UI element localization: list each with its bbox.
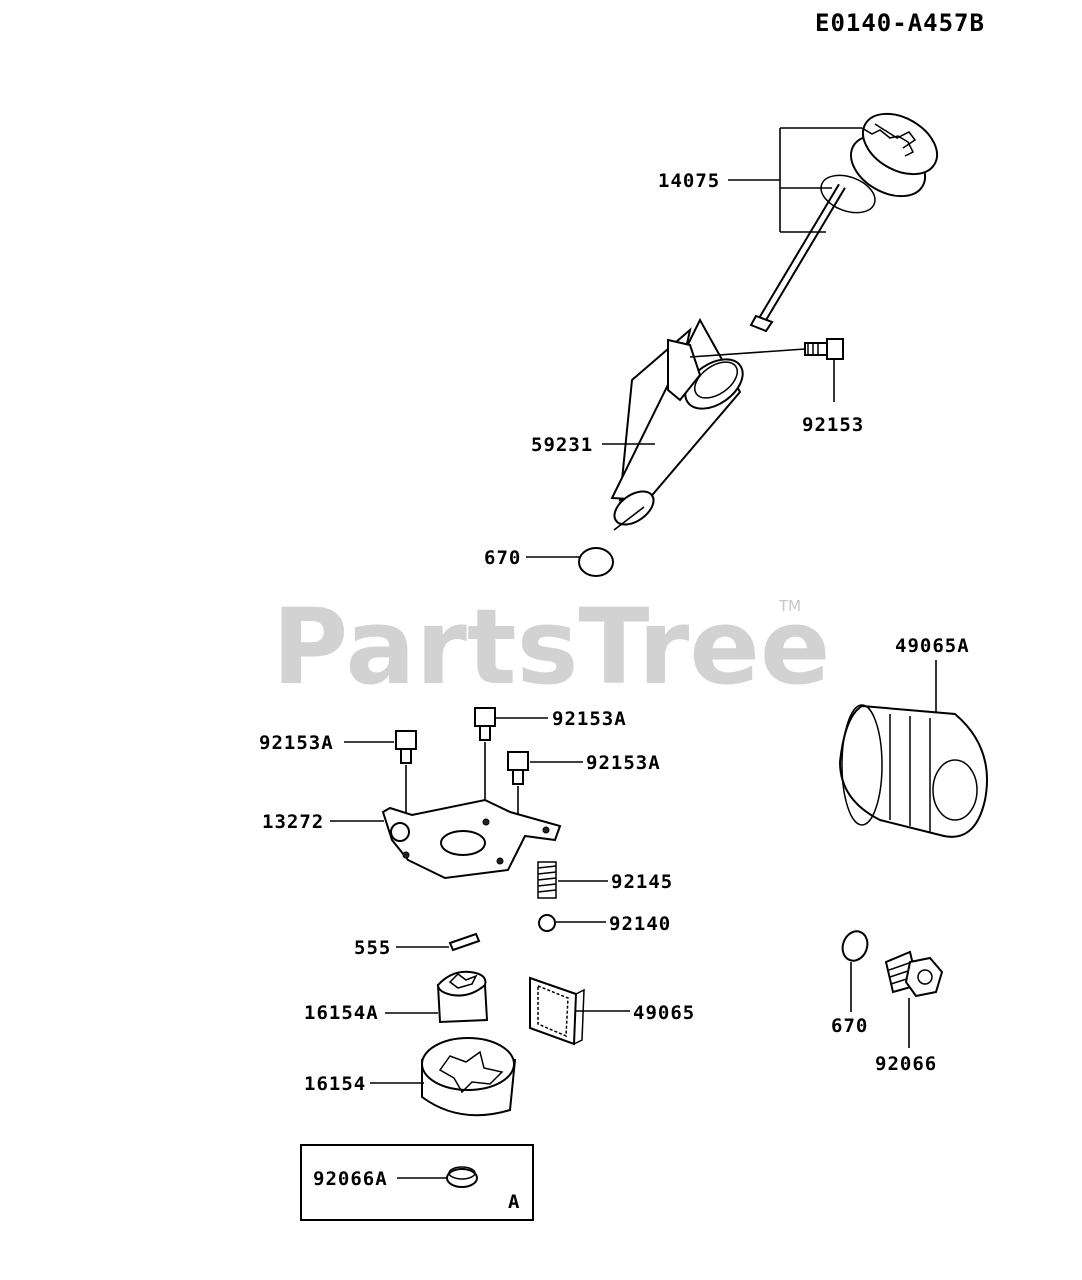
bolt-92153A-2-part[interactable]: [474, 707, 496, 741]
inset-box: [300, 1144, 534, 1221]
oil-filler-tube-part[interactable]: [609, 317, 752, 531]
inset-mark: A: [508, 1191, 520, 1213]
oil-screen-part[interactable]: [529, 976, 585, 1046]
callout-92066A: 92066A: [313, 1168, 388, 1190]
diagram-code: E0140-A457B: [815, 9, 985, 37]
callout-92066: 92066: [875, 1053, 937, 1075]
outer-rotor-part[interactable]: [421, 1037, 517, 1117]
callout-49065: 49065: [633, 1002, 695, 1024]
callout-59231: 59231: [531, 434, 593, 456]
callout-92153A-1: 92153A: [259, 732, 334, 754]
drain-plug-92066-part[interactable]: [884, 950, 944, 998]
callout-16154A: 16154A: [304, 1002, 379, 1024]
callout-555: 555: [354, 937, 391, 959]
callout-49065A: 49065A: [895, 635, 970, 657]
callout-670-tube: 670: [484, 547, 521, 569]
oil-cap-dipstick-part[interactable]: [749, 101, 948, 333]
spring-92145-part[interactable]: [537, 861, 557, 899]
o-ring-670-tube-part[interactable]: [578, 547, 614, 577]
bolt-92153A-1-part[interactable]: [395, 730, 417, 764]
callout-92153A-2: 92153A: [552, 708, 627, 730]
callout-92153: 92153: [802, 414, 864, 436]
pump-plate-part[interactable]: [381, 798, 562, 880]
bolt-92153A-3-part[interactable]: [507, 751, 529, 785]
inner-rotor-part[interactable]: [436, 970, 489, 1024]
watermark: PartsTree: [272, 586, 830, 708]
ball-92140-part[interactable]: [538, 914, 556, 932]
oil-filter-part[interactable]: [838, 704, 988, 838]
callout-14075: 14075: [658, 170, 720, 192]
callout-92140: 92140: [609, 913, 671, 935]
callout-92145: 92145: [611, 871, 673, 893]
o-ring-670-drain-part[interactable]: [839, 928, 872, 964]
seal-92066A-part[interactable]: [446, 1166, 478, 1188]
callout-92153A-3: 92153A: [586, 752, 661, 774]
bolt-92153-part[interactable]: [804, 338, 844, 360]
pin-555-part[interactable]: [448, 932, 481, 952]
callout-13272: 13272: [262, 811, 324, 833]
watermark-trademark: TM: [778, 597, 801, 615]
callout-16154: 16154: [304, 1073, 366, 1095]
callout-670-drain: 670: [831, 1015, 868, 1037]
